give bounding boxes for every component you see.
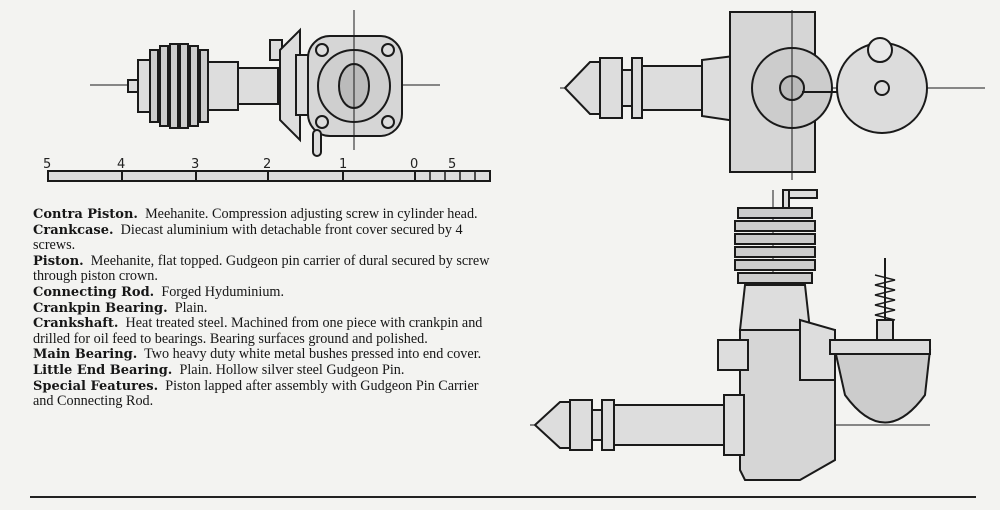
spec-special-features: Special Features. Piston lapped after as… [33,377,498,410]
spec-label: Crankshaft. [33,316,119,332]
spec-text: Plain. Hollow silver steel Gudgeon Pin. [179,361,405,378]
spec-text: Forged Hyduminium. [161,283,285,300]
spec-connecting-rod: Connecting Rod. Forged Hyduminium. [33,283,498,301]
spec-piston: Piston. Meehanite, flat topped. Gudgeon … [33,252,498,285]
scale-label: 4 [117,157,125,172]
spec-crankpin-bearing: Crankpin Bearing. Plain. [33,299,498,317]
scale-label: 1 [339,157,347,172]
spec-label: Crankcase. [33,222,114,238]
bottom-rule-divider [30,496,976,498]
spec-label: Piston. [33,253,84,269]
spec-contra-piston: Contra Piston. Meehanite. Compression ad… [33,206,498,223]
spec-text: Heat treated steel. Machined from one pi… [33,315,483,347]
spec-text: Piston lapped after assembly with Gudgeo… [33,377,479,410]
spec-little-end-bearing: Little End Bearing. Plain. Hollow silver… [33,361,498,379]
scale-label: 5 [43,157,51,172]
engine-specifications: Contra Piston. Meehanite. Compression ad… [33,206,498,410]
engine-front-view-drawing [530,189,932,481]
spec-crankcase: Crankcase. Diecast aluminium with detach… [33,221,498,254]
spec-label: Special Features. [33,378,159,394]
spec-text: Plain. [174,299,208,316]
spec-text: Diecast aluminium with detachable front … [33,221,463,254]
scale-bar [47,170,491,182]
spec-main-bearing: Main Bearing. Two heavy duty white metal… [33,347,498,363]
spec-label: Little End Bearing. [33,362,173,378]
spec-text: Meehanite, flat topped. Gudgeon pin carr… [33,252,490,285]
spec-text: Meehanite. Compression adjusting screw i… [145,206,478,222]
scale-label: 3 [191,157,199,172]
engine-top-view-drawing [560,10,985,180]
scale-label: 2 [263,157,271,172]
scale-label: 0 [410,157,418,172]
spec-text: Two heavy duty white metal bushes presse… [144,346,482,363]
spec-crankshaft: Crankshaft. Heat treated steel. Machined… [33,315,498,347]
spec-label: Contra Piston. [33,207,138,222]
spec-label: Main Bearing. [33,347,138,363]
scale-label: 5 [448,157,456,172]
spec-label: Connecting Rod. [33,284,155,300]
spec-label: Crankpin Bearing. [33,300,168,316]
